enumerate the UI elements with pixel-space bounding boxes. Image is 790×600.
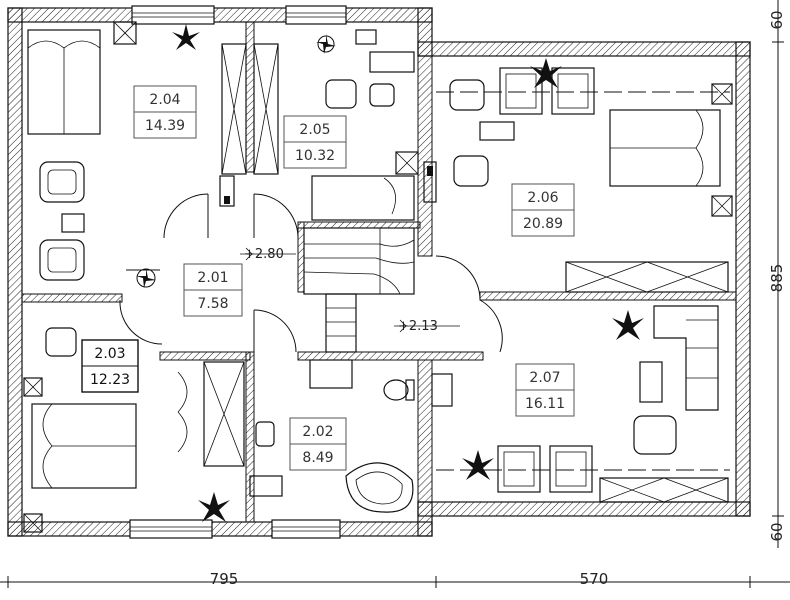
level-marker-2: +2.13 (394, 319, 460, 334)
room-label-2-03: 2.03 12.23 (81, 339, 139, 393)
room-id: 2.04 (149, 92, 180, 108)
plants (136, 24, 644, 522)
seating (39, 29, 719, 455)
room-area: 8.49 (302, 450, 333, 466)
roof-lines (436, 67, 730, 493)
dimension-bottom: 795 570 (0, 570, 790, 588)
room-label-2-02: 2.02 8.49 (289, 417, 347, 471)
interior-walls (21, 21, 737, 523)
bed-2-04 (27, 29, 101, 135)
bed-2-03 (31, 403, 137, 489)
level-value-1: +2.80 (244, 247, 284, 262)
dim-right-bottom: 60 (768, 522, 786, 541)
dimension-right: 60 885 60 (768, 0, 786, 548)
exterior-walls (7, 7, 751, 537)
room-area: 10.32 (295, 148, 335, 164)
beds (27, 29, 721, 489)
room-area: 12.23 (90, 372, 130, 388)
dim-right-middle: 885 (768, 264, 786, 293)
room-label-2-06: 2.06 20.89 (511, 183, 575, 237)
dim-bottom-left: 795 (210, 570, 239, 588)
wardrobes (177, 43, 729, 503)
room-area: 20.89 (523, 216, 563, 232)
level-marker-1: +2.80 (240, 247, 296, 262)
room-id: 2.02 (302, 424, 333, 440)
room-id: 2.03 (94, 346, 125, 362)
level-value-2: +2.13 (398, 319, 438, 334)
skylight-2-07 (497, 445, 593, 493)
windows (129, 5, 347, 539)
room-area: 7.58 (197, 296, 228, 312)
room-label-2-01: 2.01 7.58 (183, 263, 243, 317)
room-label-2-05: 2.05 10.32 (283, 115, 347, 169)
room-id: 2.06 (527, 190, 558, 206)
shafts (23, 21, 733, 533)
bathroom-fixtures (249, 359, 453, 513)
bed-2-06 (609, 109, 721, 187)
room-area: 14.39 (145, 118, 185, 134)
room-label-2-07: 2.07 16.11 (515, 363, 575, 417)
room-id: 2.05 (299, 122, 330, 138)
staircase (303, 175, 415, 353)
dim-bottom-right: 570 (580, 570, 609, 588)
room-id: 2.07 (529, 370, 560, 386)
room-id: 2.01 (197, 270, 228, 286)
skylight-2-06 (499, 67, 595, 115)
doors (119, 193, 503, 353)
dim-right-top: 60 (768, 10, 786, 29)
room-label-2-04: 2.04 14.39 (133, 85, 197, 139)
room-area: 16.11 (525, 396, 565, 412)
